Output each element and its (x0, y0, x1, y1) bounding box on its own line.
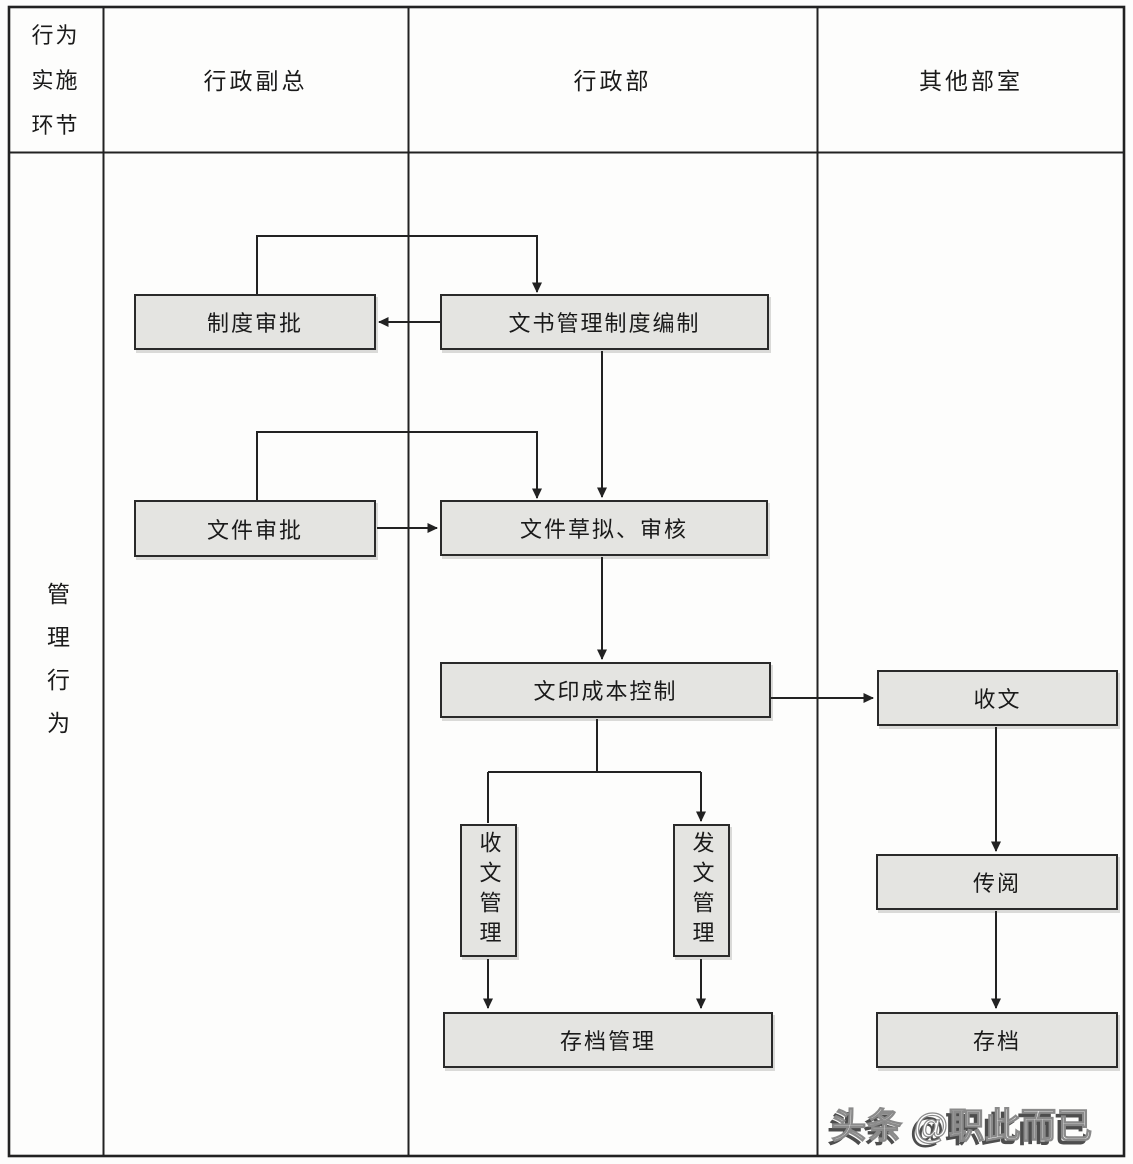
stage-header-line: 实施 (31, 68, 80, 93)
outer-border (7, 5, 1126, 1158)
node-outgoing-doc-mgmt: 发文管理 (673, 824, 730, 957)
node-file-drafting-review: 文件草拟、审核 (440, 500, 768, 556)
lane-header-other-depts: 其他部室 (919, 69, 1023, 94)
node-archive: 存档 (876, 1012, 1118, 1068)
arrow-file-approval-elbow-to-drafting-review (256, 431, 542, 500)
node-circulation: 传阅 (876, 854, 1118, 910)
node-receive-documents: 收文 (877, 670, 1118, 726)
node-file-approval: 文件审批 (134, 500, 376, 557)
node-system-approval: 制度审批 (134, 294, 376, 350)
stage-header-cell: 行为 实施 环节 (8, 6, 103, 152)
arrow-system-approval-to-drafting (256, 235, 542, 294)
node-printing-cost-control: 文印成本控制 (440, 662, 771, 718)
stage-header-line: 环节 (31, 113, 80, 138)
node-document-system-drafting: 文书管理制度编制 (440, 294, 769, 350)
node-archive-mgmt: 存档管理 (443, 1012, 773, 1068)
toutiao-watermark: 头条 @职此而已 (831, 1106, 1093, 1146)
branch-cost-control-split (487, 719, 701, 823)
lane-header-admin-vp: 行政副总 (203, 69, 308, 94)
row-label-management-behavior: 管理行为 (43, 582, 69, 754)
lane-header-admin-dept: 行政部 (573, 69, 652, 94)
node-incoming-doc-mgmt: 收文管理 (460, 824, 517, 957)
stage-header-line: 行为 (31, 23, 80, 48)
